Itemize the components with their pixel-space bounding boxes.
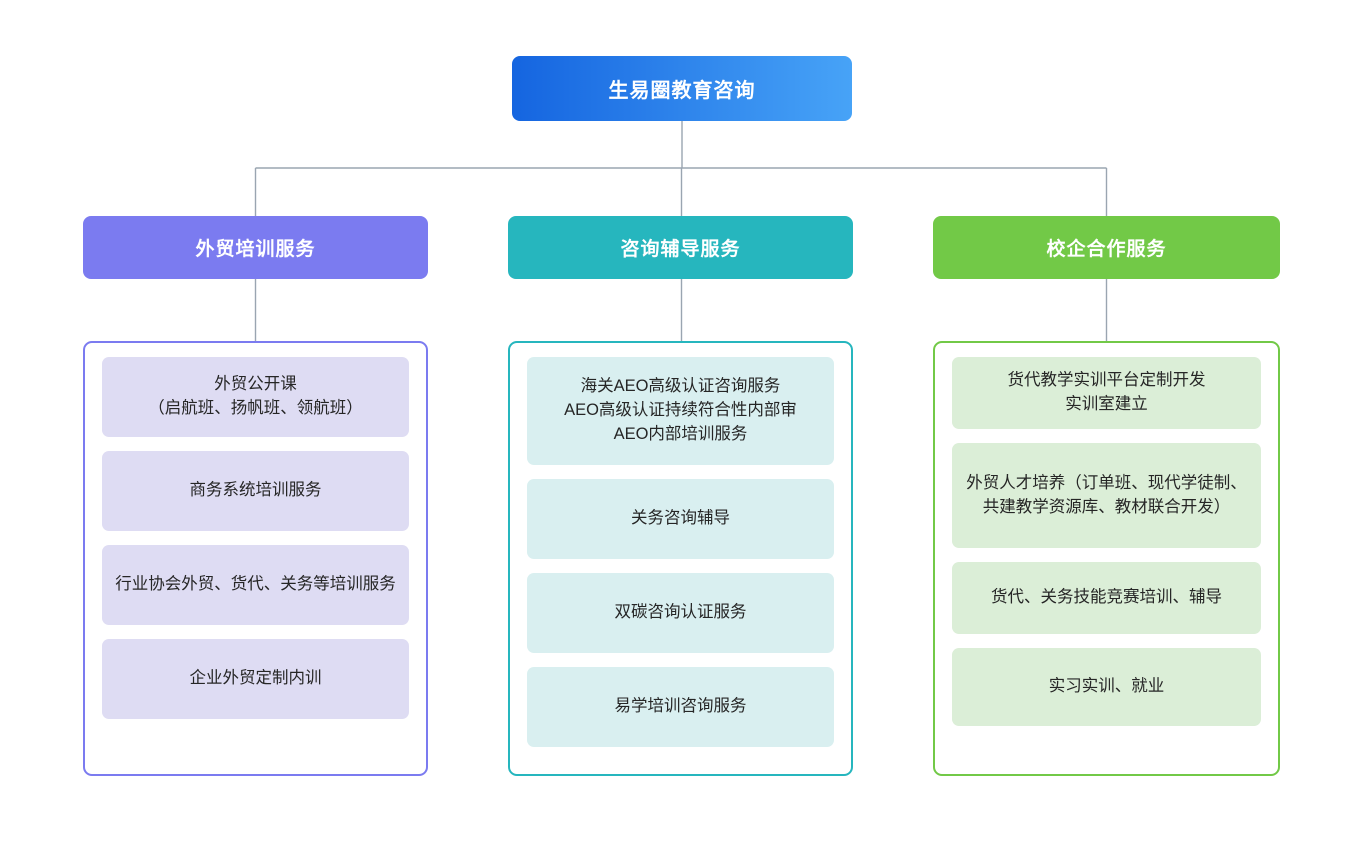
branch-header-label-2: 校企合作服务 <box>1046 239 1167 260</box>
leaf-card[interactable]: 货代、关务技能竞赛培训、辅导 <box>952 562 1261 634</box>
leaf-card[interactable]: 外贸人才培养（订单班、现代学徒制、共建教学资源库、教材联合开发） <box>952 443 1261 548</box>
branch-column-0: 外贸培训服务 外贸公开课 （启航班、扬帆班、领航班） 商务系统培训服务 行业协会… <box>83 216 428 776</box>
branch-column-2: 校企合作服务 货代教学实训平台定制开发 实训室建立 外贸人才培养（订单班、现代学… <box>933 216 1280 776</box>
branch-body-1: 海关AEO高级认证咨询服务 AEO高级认证持续符合性内部审 AEO内部培训服务 … <box>508 341 853 776</box>
leaf-card[interactable]: 双碳咨询认证服务 <box>527 573 834 653</box>
branch-header-label-0: 外贸培训服务 <box>195 239 316 260</box>
branch-header-1[interactable]: 咨询辅导服务 <box>508 216 853 279</box>
branch-header-0[interactable]: 外贸培训服务 <box>83 216 428 279</box>
branch-column-1: 咨询辅导服务 海关AEO高级认证咨询服务 AEO高级认证持续符合性内部审 AEO… <box>508 216 853 776</box>
root-node[interactable]: 生易圈教育咨询 <box>512 56 852 121</box>
leaf-card[interactable]: 海关AEO高级认证咨询服务 AEO高级认证持续符合性内部审 AEO内部培训服务 <box>527 357 834 465</box>
leaf-card[interactable]: 货代教学实训平台定制开发 实训室建立 <box>952 357 1261 429</box>
branch-body-2: 货代教学实训平台定制开发 实训室建立 外贸人才培养（订单班、现代学徒制、共建教学… <box>933 341 1280 776</box>
leaf-card[interactable]: 行业协会外贸、货代、关务等培训服务 <box>102 545 409 625</box>
leaf-card[interactable]: 企业外贸定制内训 <box>102 639 409 719</box>
leaf-card[interactable]: 易学培训咨询服务 <box>527 667 834 747</box>
branch-body-0: 外贸公开课 （启航班、扬帆班、领航班） 商务系统培训服务 行业协会外贸、货代、关… <box>83 341 428 776</box>
branch-header-2[interactable]: 校企合作服务 <box>933 216 1280 279</box>
leaf-card[interactable]: 商务系统培训服务 <box>102 451 409 531</box>
leaf-card[interactable]: 外贸公开课 （启航班、扬帆班、领航班） <box>102 357 409 437</box>
root-node-label: 生易圈教育咨询 <box>608 80 756 102</box>
branch-header-label-1: 咨询辅导服务 <box>620 239 741 260</box>
leaf-card[interactable]: 关务咨询辅导 <box>527 479 834 559</box>
leaf-card[interactable]: 实习实训、就业 <box>952 648 1261 726</box>
